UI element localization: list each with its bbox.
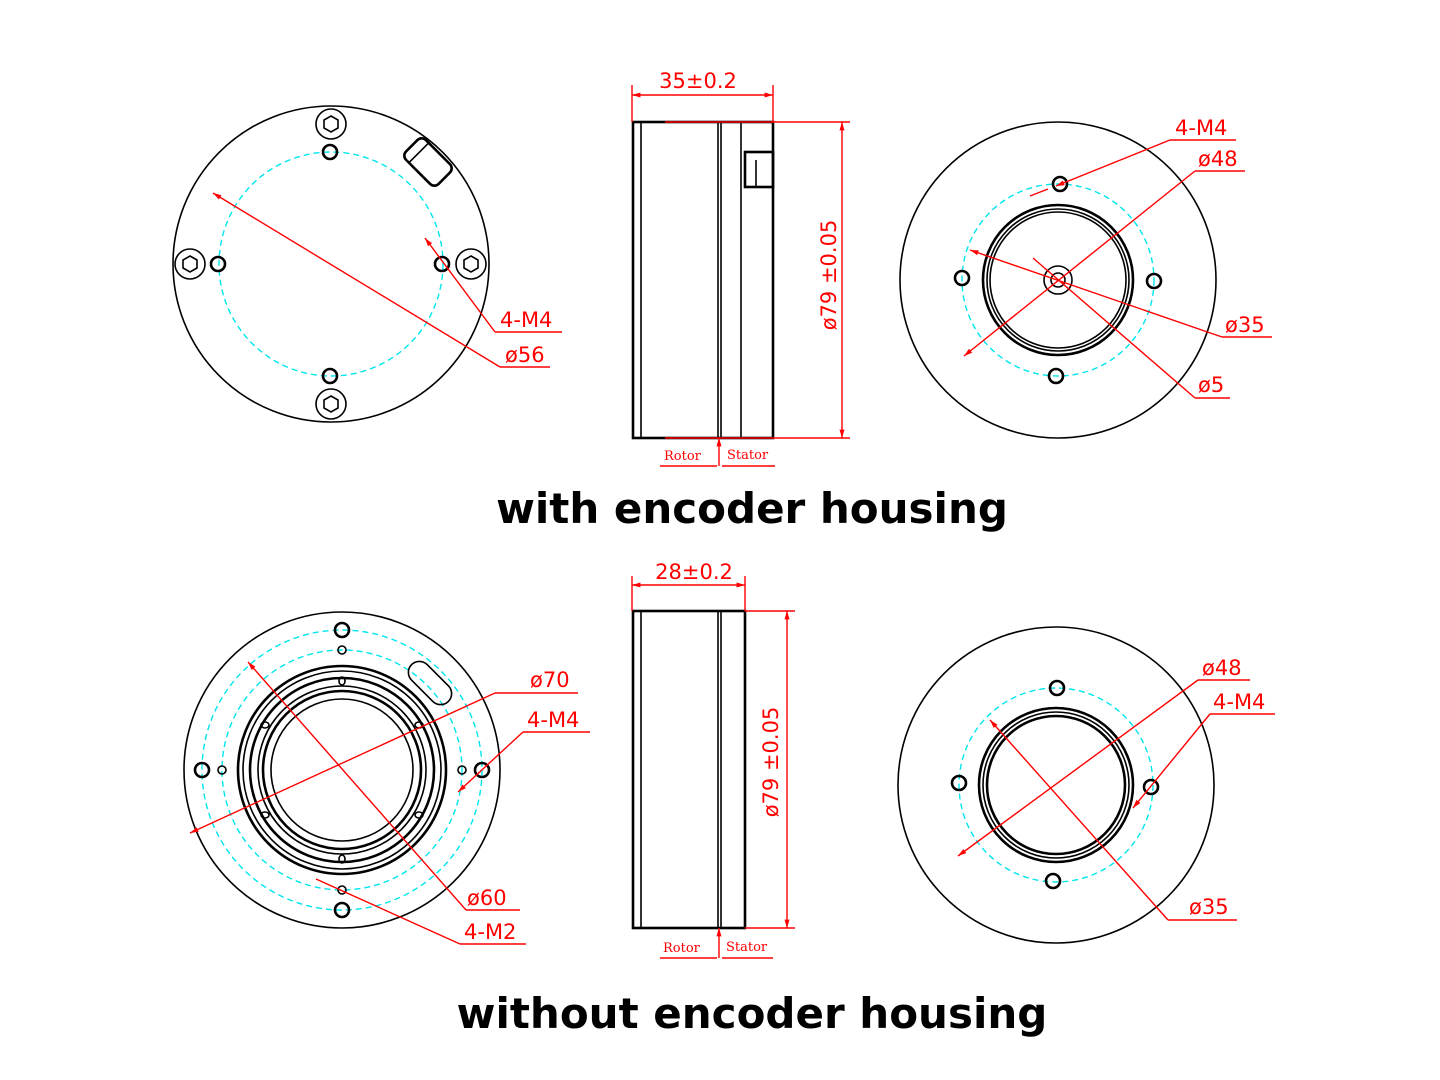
section-title-without-encoder: without encoder housing [457,989,1048,1038]
holes-label: 4-M4 [527,708,579,732]
bore-label: ø35 [1225,313,1265,337]
section-title-with-encoder: with encoder housing [496,484,1008,533]
bore-label: ø35 [1189,895,1229,919]
diameter-label: ø79 ±0.05 [817,220,841,331]
without-encoder-side-view: 28±0.2 ø79 ±0.05 Rotor Stator [631,560,795,959]
diameter-label: ø79 ±0.05 [759,707,783,818]
holes-label: 4-M4 [1175,116,1227,140]
hex-bolts [174,108,487,420]
with-encoder-side-view: 35±0.2 ø79 ±0.05 Rotor Stator [631,69,850,467]
stator-label: Stator [726,940,768,955]
holes-label: 4-M4 [500,308,552,332]
without-encoder-front-view: ø70 4-M4 ø60 4-M2 [183,611,590,945]
rotor-label: Rotor [664,449,702,464]
pcd-label: ø48 [1202,656,1242,680]
pcd-label: ø56 [505,343,545,367]
small-holes-label: 4-M2 [464,920,516,944]
center-hole-label: ø5 [1198,373,1224,397]
with-encoder-front-view: 4-M4 ø56 [172,105,562,423]
pcd-label: ø48 [1198,147,1238,171]
inner-pcd-label: ø60 [467,886,507,910]
mounting-holes [209,143,451,385]
stator-label: Stator [727,448,769,463]
width-label: 28±0.2 [655,560,733,584]
rotor-label: Rotor [663,941,701,956]
width-label: 35±0.2 [659,69,737,93]
without-encoder-back-view: ø48 4-M4 ø35 [897,626,1275,944]
with-encoder-back-view: 4-M4 ø48 ø35 ø5 [899,116,1272,439]
rotor-pins [260,676,424,864]
holes-label: 4-M4 [1213,690,1265,714]
encoder-connector [403,137,453,187]
outer-pcd-label: ø70 [530,668,570,692]
